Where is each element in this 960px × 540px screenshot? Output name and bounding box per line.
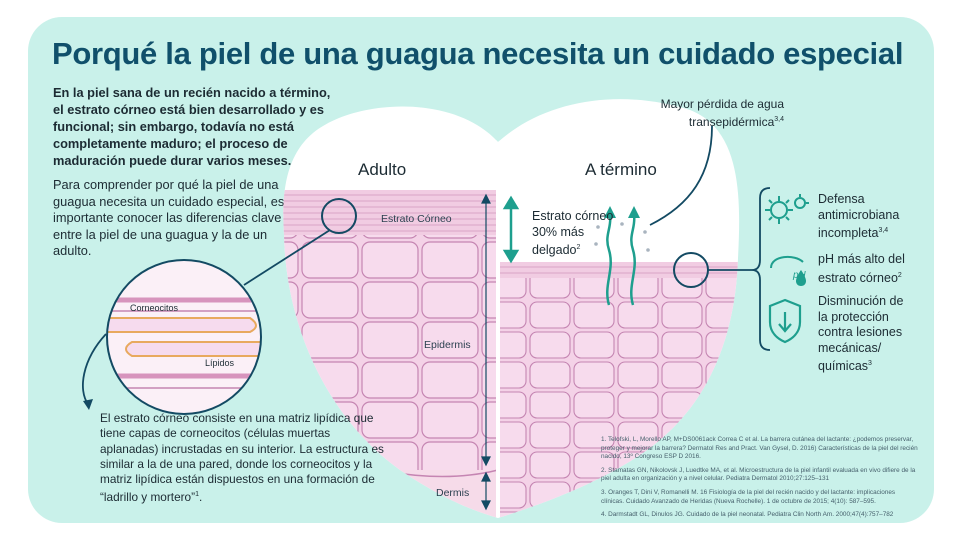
water-droplets (594, 222, 650, 252)
zoom-circle (106, 259, 262, 415)
dermis-label: Dermis (436, 487, 470, 499)
brick-mortar-text: El estrato córneo consiste en una matriz… (100, 411, 384, 505)
water-loss-arrows (606, 214, 636, 306)
lipids-label: Lípidos (205, 358, 235, 368)
features-brace (751, 187, 771, 351)
epidermis-label: Epidermis (424, 339, 471, 351)
reference-2: 2. Stamatas GN, Nikolovsk J, Luedtke MA,… (601, 466, 916, 483)
water-loss-arrowheads (604, 206, 640, 218)
stratum-thinner-note: Estrato córneo 30% más delgado2 (532, 209, 614, 258)
feature-antimicrobial: Defensa antimicrobiana incompleta3,4 (818, 192, 900, 241)
tewl-note: Mayor pérdida de agua transepidérmica3,4 (660, 97, 784, 129)
explain-arrowhead (83, 399, 93, 410)
adult-heading: Adulto (358, 160, 407, 179)
reference-4: 4. Darmstadt GL, Dinulos JG. Cuidado de … (601, 511, 894, 519)
reference-1: 1. Telofski, L, Morello AP, M+DS0061ack … (601, 436, 918, 461)
term-heading: A término (585, 160, 657, 179)
adult-stratum-layer (283, 190, 498, 235)
feature-ph: pH más alto del estrato córneo2 (818, 252, 905, 285)
term-stratum-layer (498, 262, 740, 278)
microbe-icon (765, 194, 809, 224)
adult-layer-arrows (481, 193, 491, 511)
adult-magnifier-circle (321, 198, 357, 234)
explain-arrow (82, 333, 107, 405)
explanation-text: Para comprender por qué la piel de una g… (53, 177, 285, 258)
feature-protection: Disminución de la protección contra lesi… (818, 294, 904, 374)
shield-down-icon (768, 298, 802, 344)
intro-text: En la piel sana de un recién nacido a té… (53, 85, 331, 168)
references: 1. Telofski, L, Morello AP, M+DS0061ack … (601, 436, 919, 525)
term-stratum-arrow (502, 195, 520, 264)
corneocytes-label: Corneocitos (130, 303, 179, 313)
ph-drop-icon (770, 255, 806, 286)
stratum-label: Estrato Córneo (381, 213, 452, 225)
reference-3: 3. Oranges T, Dini V, Romanelli M. 16 Fi… (601, 488, 896, 505)
page-title: Porqué la piel de una guagua necesita un… (52, 36, 904, 71)
zoom-connector (243, 229, 331, 286)
ph-icon-label: pH (793, 270, 806, 281)
tewl-pointer (649, 125, 713, 226)
